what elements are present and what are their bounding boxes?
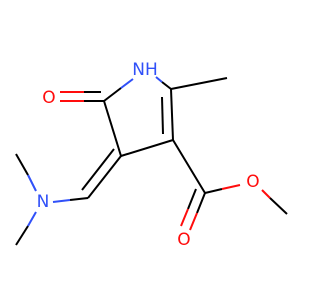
bond-n1-c2-carbon-part: [161, 81, 172, 90]
lactam-carbonyl-bond: [60, 91, 104, 102]
pyrrolone-ring-bonds: [103, 76, 174, 157]
bond-n-methyl-down-nitrogen-part: [27, 211, 37, 227]
dimethylamino-nitrogen-label: N: [37, 192, 50, 212]
bond-ester-c-oether-oxygen-part: [221, 184, 241, 190]
bond-n-methyl-up-carbon-part: [15, 153, 29, 176]
bond-c5-n1-nitrogen-part: [120, 78, 134, 89]
bond-ester-c-o-oxygen-part: [189, 212, 198, 231]
bond-ester-c-o-carbon-part: [196, 192, 206, 214]
bond-n1-c2-nitrogen-part: [155, 76, 163, 83]
bond-oether-methyl-oxygen-part: [261, 189, 271, 199]
bond-c2-c3-second: [161, 96, 164, 135]
ring-nh-label: NH: [132, 60, 158, 80]
bond-c4-exocyclic-ch: [87, 155, 122, 199]
bond-n-methyl-up-nitrogen-part: [27, 174, 37, 192]
bond-c2-methyl: [170, 77, 228, 90]
bond-c3-ester-carbon: [172, 139, 206, 194]
bond-ester-c-oether-carbon-part: [204, 188, 223, 194]
ester-carbonyl-bond: [180, 188, 206, 231]
bond-ch-n-nitrogen-part: [52, 199, 71, 203]
bond-c4-c5: [103, 100, 122, 157]
molecule-structure-diagram: NH O N O O: [15, 60, 288, 250]
ester-carbonyl-oxygen-label: O: [177, 230, 190, 250]
bond-ester-c-o-second-carbon: [187, 188, 197, 210]
ester-ether-oxygen-label: O: [246, 172, 259, 192]
bond-c3-c4: [120, 139, 174, 157]
bond-ch-n-carbon-part: [69, 197, 89, 201]
bond-ester-c-o-second-oxygen: [180, 208, 189, 227]
bond-c2-c3: [170, 88, 174, 141]
bond-c5-n1-carbon-part: [103, 87, 122, 102]
bond-oether-methyl-carbon-part: [269, 197, 288, 215]
bond-c4-exocyclic-ch-second: [81, 148, 115, 191]
bond-n-methyl-down-carbon-part: [15, 225, 29, 246]
lactam-oxygen-label: O: [42, 88, 55, 108]
